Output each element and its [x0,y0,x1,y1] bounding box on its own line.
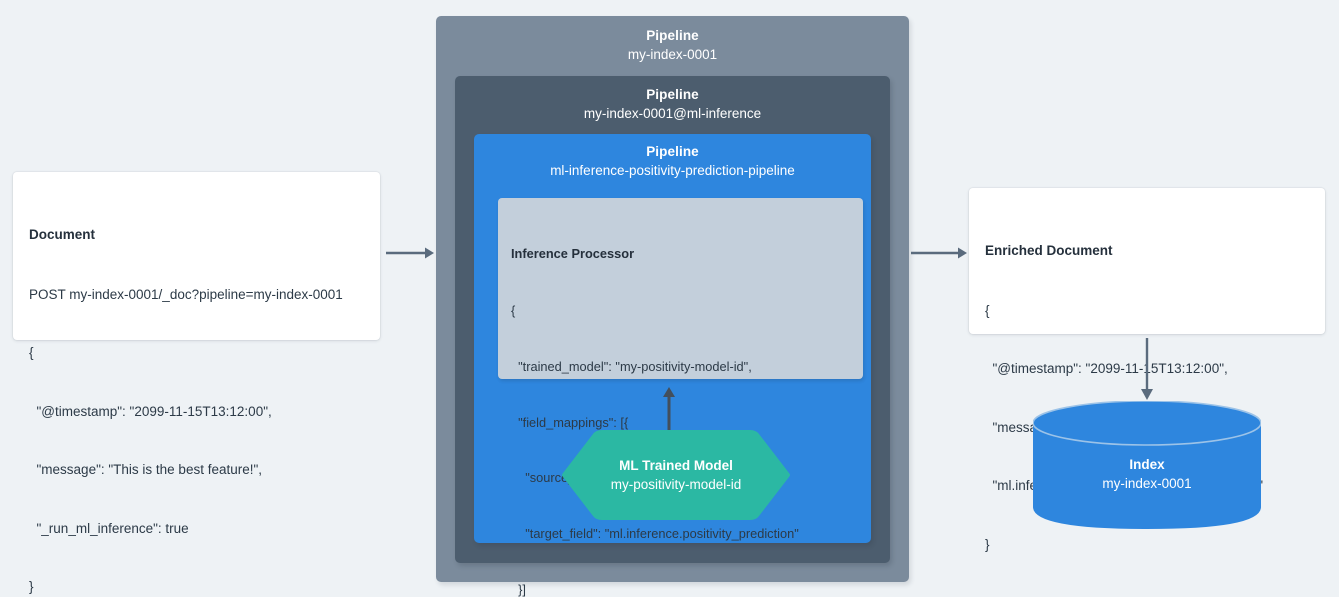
index-cylinder: Index my-index-0001 [1033,401,1261,529]
pipeline-inner-type-label: Pipeline [646,144,699,159]
inference-processor-body-line: "field_mappings": [{ [511,414,629,430]
arrow-document-to-pipeline-icon [386,245,434,261]
arrow-pipeline-to-enriched-document-icon [911,245,967,261]
input-document-body-line: } [29,579,34,594]
arrow-enriched-document-to-index-icon [1139,338,1155,400]
input-document-request: POST my-index-0001/_doc?pipeline=my-inde… [29,286,343,302]
inference-processor-body-line: "trained_model": "my-positivity-model-id… [511,358,752,374]
pipeline-outer-container: Pipeline my-index-0001 Pipeline my-index… [436,16,909,597]
pipeline-middle-type-label: Pipeline [646,87,699,102]
input-document-body-line: { [29,345,34,360]
enriched-document-body-line: "@timestamp": "2099-11-15T13:12:00", [985,361,1228,376]
input-document-card: Document POST my-index-0001/_doc?pipelin… [13,172,380,594]
ml-trained-model-hexagon: ML Trained Model my-positivity-model-id [560,429,792,521]
pipeline-inner-header: Pipeline ml-inference-positivity-predict… [474,134,871,180]
pipeline-outer-type-label: Pipeline [646,28,699,43]
pipeline-outer-name: my-index-0001 [627,47,718,62]
input-document-body-line: "message": "This is the best feature!", [29,462,263,477]
enriched-document-title: Enriched Document [985,243,1113,258]
enriched-document-card: Enriched Document { "@timestamp": "2099-… [969,188,1325,552]
enriched-document-body-line: { [985,302,990,318]
pipeline-middle-container: Pipeline my-index-0001@ml-inference Pipe… [455,76,890,597]
pipeline-inner-name: ml-inference-positivity-prediction-pipel… [550,163,795,178]
enriched-document-body-line: } [985,536,990,552]
pipeline-inner-container: Pipeline ml-inference-positivity-predict… [474,134,871,597]
pipeline-outer-header: Pipeline my-index-0001 [436,16,909,64]
inference-processor-body-line: "target_field": "ml.inference.positivity… [511,526,799,542]
input-document-title: Document [29,227,96,242]
arrow-ml-model-to-processor-icon [661,387,677,433]
inference-processor-card: Inference Processor { "trained_model": "… [498,198,863,597]
pipeline-middle-header: Pipeline my-index-0001@ml-inference [455,76,890,123]
pipeline-middle-name: my-index-0001@ml-inference [583,106,762,121]
input-document-body-line: "@timestamp": "2099-11-15T13:12:00", [29,403,272,419]
inference-processor-body-line: { [511,302,516,318]
inference-processor-title: Inference Processor [511,246,635,262]
input-document-body-line: "_run_ml_inference": true [29,520,189,536]
inference-processor-body-line: }] [511,581,526,597]
